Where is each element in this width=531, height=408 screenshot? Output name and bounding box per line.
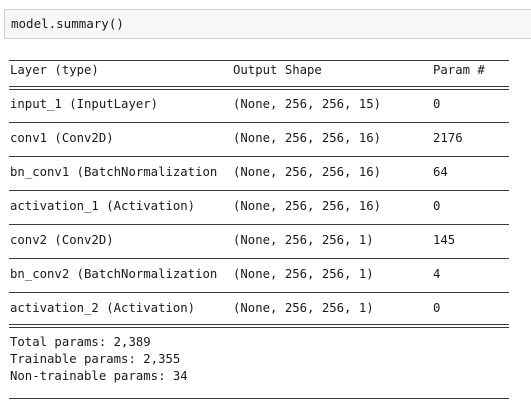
row-layer-name: bn_conv2 (BatchNormalization [10, 267, 218, 281]
row-param-count: 4 [433, 267, 441, 281]
row-param-count: 2176 [433, 131, 463, 145]
row-output-shape: (None, 256, 256, 16) [233, 199, 382, 213]
row-param-count: 64 [433, 165, 448, 179]
header-output-shape: Output Shape [233, 63, 322, 77]
total-params: Total params: 2,389 [10, 335, 151, 349]
header-layer-type: Layer (type) [10, 63, 99, 77]
row-param-count: 0 [433, 97, 441, 111]
row-output-shape: (None, 256, 256, 1) [233, 267, 374, 281]
header-double-rule [9, 86, 509, 90]
footer-double-rule [9, 324, 509, 328]
row-separator [9, 292, 509, 293]
bottom-rule [9, 398, 509, 399]
row-separator [9, 156, 509, 157]
row-param-count: 0 [433, 301, 441, 315]
code-input-cell[interactable]: model.summary() [4, 9, 531, 39]
row-separator [9, 190, 509, 191]
row-separator [9, 224, 509, 225]
row-output-shape: (None, 256, 256, 1) [233, 301, 374, 315]
row-output-shape: (None, 256, 256, 1) [233, 233, 374, 247]
row-layer-name: conv1 (Conv2D) [10, 131, 114, 145]
code-text: model.summary() [11, 16, 124, 31]
row-separator [9, 258, 509, 259]
row-layer-name: bn_conv1 (BatchNormalization [10, 165, 218, 179]
row-param-count: 0 [433, 199, 441, 213]
top-rule [9, 60, 509, 61]
trainable-params: Trainable params: 2,355 [10, 352, 181, 366]
row-output-shape: (None, 256, 256, 16) [233, 165, 382, 179]
row-separator [9, 122, 509, 123]
row-output-shape: (None, 256, 256, 15) [233, 97, 382, 111]
row-layer-name: conv2 (Conv2D) [10, 233, 114, 247]
row-output-shape: (None, 256, 256, 16) [233, 131, 382, 145]
non-trainable-params: Non-trainable params: 34 [10, 369, 188, 383]
row-layer-name: activation_2 (Activation) [10, 301, 196, 315]
row-layer-name: input_1 (InputLayer) [10, 97, 159, 111]
row-param-count: 145 [433, 233, 456, 247]
header-param-count: Param # [433, 63, 485, 77]
row-layer-name: activation_1 (Activation) [10, 199, 196, 213]
